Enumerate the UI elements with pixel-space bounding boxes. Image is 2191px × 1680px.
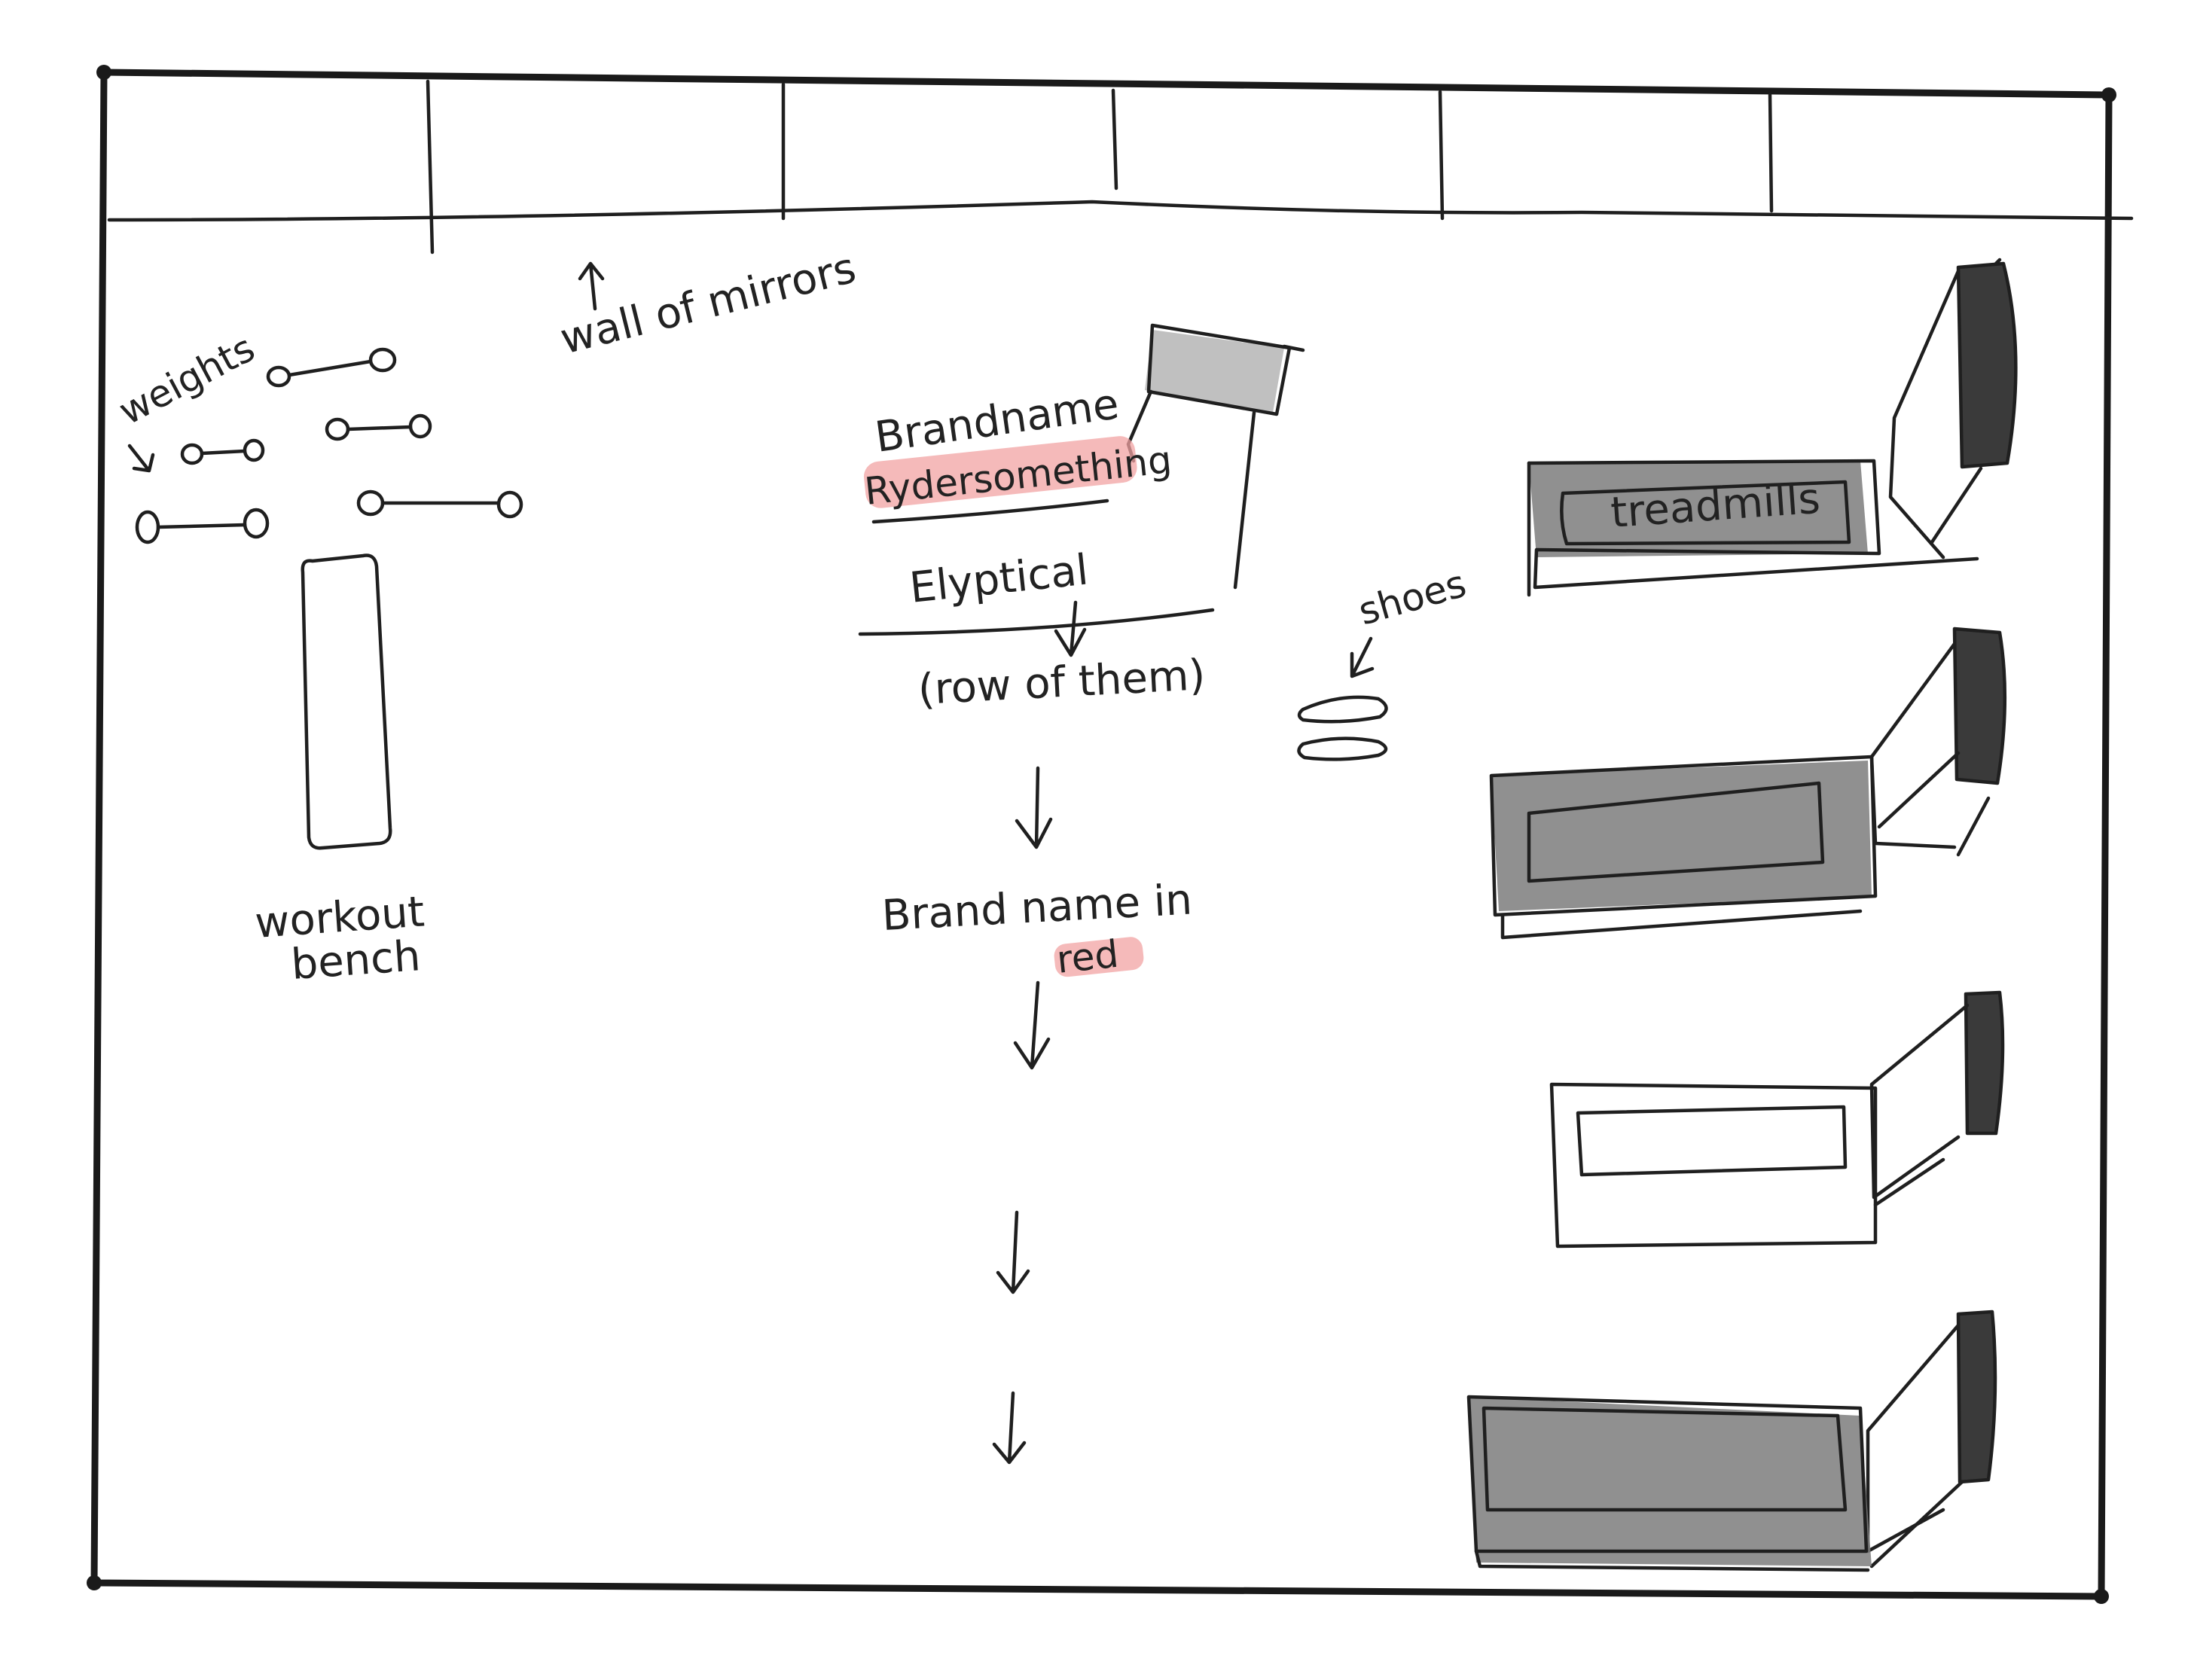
brand-note-line1: Brand name in [880,875,1193,940]
mirror-wall [109,81,2131,252]
wall-label-arrow [580,264,603,309]
down-arrow [1017,768,1051,847]
dumbbell [327,416,430,439]
weights-arrow [130,446,153,471]
row-note: (row of them) [917,651,1206,715]
workout-bench [303,556,390,849]
shoes-pair [1298,697,1386,760]
elliptical-arrow [1056,602,1085,655]
elliptical-label: Elyptical [908,545,1091,613]
bench-label-line2: bench [289,931,422,989]
treadmill [1469,1312,1995,1570]
treadmill [1552,992,2003,1246]
brand-note-line2: red [1054,932,1121,982]
treadmill [1529,260,2016,595]
shoes-label: shoes [1353,562,1471,634]
treadmill [1491,629,2005,938]
shoes-arrow [1352,639,1372,676]
dumbbell [182,441,263,463]
dumbbell [137,510,267,542]
dumbbell [359,492,521,517]
dumbbell [268,349,395,386]
down-arrow [998,1212,1028,1292]
down-arrow [994,1393,1024,1462]
weights-label: weights [111,326,261,434]
down-arrow [1015,983,1048,1068]
wall-label: wall of mirrors [556,243,861,364]
